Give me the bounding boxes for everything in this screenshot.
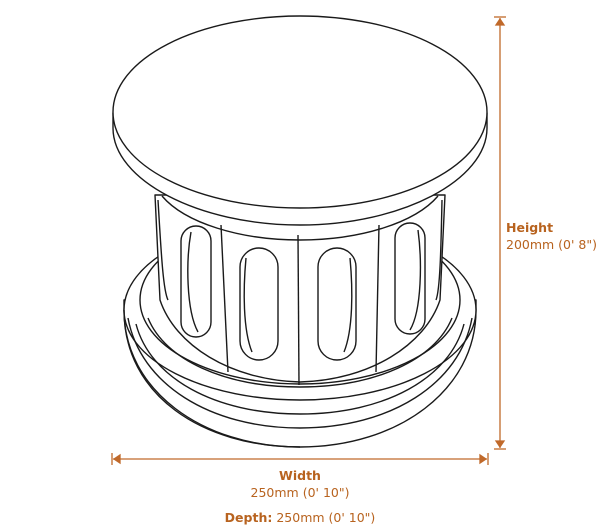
width-dimension-line bbox=[111, 453, 489, 465]
top-disc bbox=[112, 15, 488, 226]
width-value: 250mm (0' 10") bbox=[250, 485, 350, 500]
arched-windows bbox=[180, 222, 426, 361]
top-collar bbox=[161, 195, 439, 241]
depth-title: Depth: bbox=[224, 510, 273, 525]
height-dimension-line bbox=[494, 16, 506, 450]
column-body bbox=[154, 194, 446, 386]
depth-dimension-label: Depth: 250mm (0' 10") bbox=[180, 509, 420, 526]
height-value: 200mm (0' 8") bbox=[506, 237, 598, 252]
depth-value: 250mm (0' 10") bbox=[276, 510, 376, 525]
height-title: Height bbox=[506, 220, 554, 235]
width-dimension-label: Width 250mm (0' 10") bbox=[200, 467, 400, 501]
width-title: Width bbox=[279, 468, 321, 483]
height-dimension-label: Height 200mm (0' 8") bbox=[506, 219, 597, 253]
